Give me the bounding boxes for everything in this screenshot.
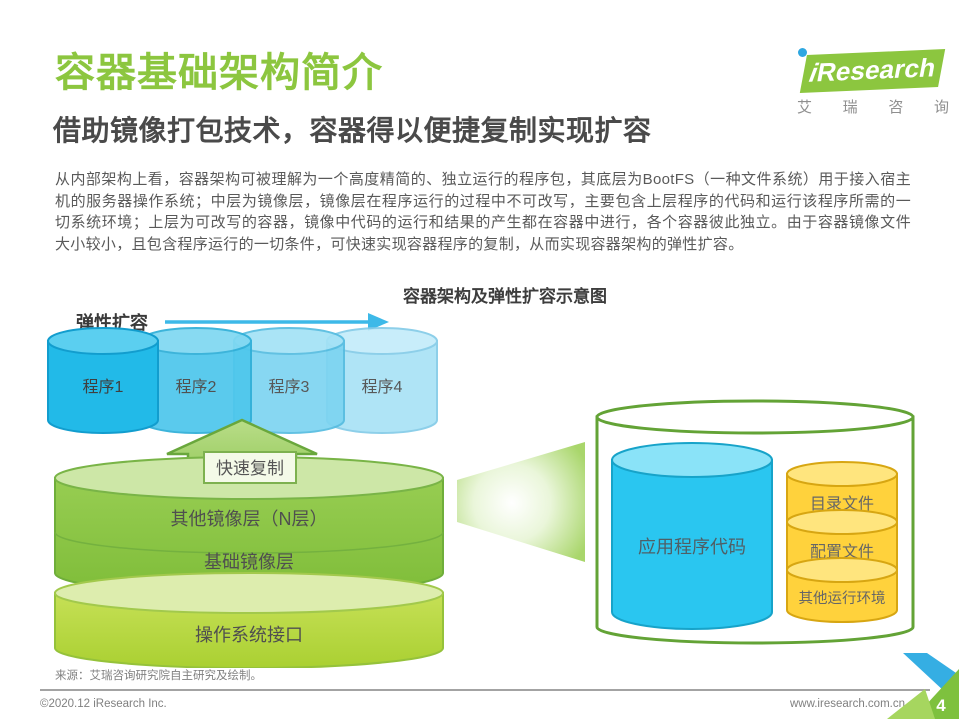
page-subtitle: 借助镜像打包技术，容器得以便捷复制实现扩容 <box>53 115 652 146</box>
logo-brand-text: Research <box>814 52 939 88</box>
base-image-layer-label: 基础镜像层 <box>204 552 294 572</box>
fast-copy-label-box: 快速复制 <box>203 451 297 484</box>
program-cylinder-2: 程序2 <box>140 327 252 434</box>
projection-beam <box>457 442 585 562</box>
os-interface-cylinder: 操作系统接口 <box>54 572 444 668</box>
iresearch-logo: iResearch 艾 瑞 咨 询 <box>791 46 951 116</box>
source-note: 来源：艾瑞咨询研究院自主研究及绘制。 <box>55 670 262 682</box>
website-link[interactable]: www.iresearch.com.cn <box>789 698 905 710</box>
logo-cn-char: 咨 <box>888 99 904 116</box>
program-label: 程序1 <box>83 378 124 396</box>
elastic-scale-arrow-icon <box>165 313 389 331</box>
app-code-cylinder: 应用程序代码 <box>611 442 773 630</box>
body-paragraph: 从内部架构上看，容器架构可被理解为一个高度精简的、独立运行的程序包，其底层为Bo… <box>55 171 911 253</box>
logo-cn-char: 瑞 <box>842 99 858 116</box>
corner-lightgreen-triangle <box>887 689 935 719</box>
other-image-layer-label: 其他镜像层（N层） <box>171 509 328 529</box>
config-files-label: 配置文件 <box>810 543 874 561</box>
logo-cn-char: 艾 <box>797 99 813 116</box>
directory-files-label: 目录文件 <box>810 495 874 513</box>
architecture-diagram: 弹性扩容 程序4 程序3 程序2 程序1 <box>47 312 915 668</box>
logo-wordmark: iResearch <box>799 49 946 93</box>
os-interface-label: 操作系统接口 <box>195 625 303 645</box>
page-title: 容器基础架构简介 <box>55 51 383 95</box>
runtime-env-label: 其他运行环境 <box>799 589 886 607</box>
app-code-label: 应用程序代码 <box>638 537 746 557</box>
fast-copy-label: 快速复制 <box>216 459 284 478</box>
program-label: 程序2 <box>176 378 217 396</box>
corner-decoration: 4 <box>887 653 959 719</box>
copyright-text: ©2020.12 iResearch Inc. <box>40 698 167 710</box>
logo-dot-icon <box>798 48 807 57</box>
program-cylinder-1: 程序1 <box>47 327 159 434</box>
image-layers-cylinder: 其他镜像层（N层） 基础镜像层 <box>54 456 444 595</box>
program-label: 程序3 <box>269 378 310 396</box>
program-cylinder-4: 程序4 <box>326 327 438 434</box>
program-label: 程序4 <box>362 378 403 396</box>
footer-divider <box>40 689 930 691</box>
logo-cn-char: 询 <box>933 99 949 116</box>
program-cylinder-3: 程序3 <box>233 327 345 434</box>
logo-chinese-name: 艾 瑞 咨 询 <box>797 96 949 117</box>
runtime-env-cylinder: 其他运行环境 <box>786 557 898 623</box>
page-number: 4 <box>936 696 946 715</box>
diagram-title: 容器架构及弹性扩容示意图 <box>403 287 607 306</box>
